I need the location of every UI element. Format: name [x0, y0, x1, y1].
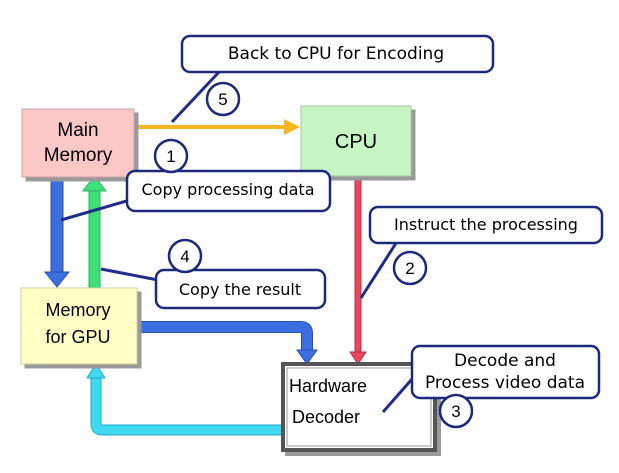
- callout-copy-processing: Copy processing data: [125, 169, 332, 213]
- cpu-label: CPU: [335, 131, 377, 153]
- callout-instruct-text: Instruct the processing: [394, 215, 578, 234]
- callout-pointer-copy-result: [100, 267, 159, 282]
- step-number-4: 4: [180, 247, 189, 266]
- step-number-1: 1: [166, 147, 175, 166]
- step-number-5: 5: [218, 90, 227, 109]
- main-memory-label-line1: Main: [57, 120, 98, 141]
- callout-decode-text-line2: Process video data: [425, 373, 585, 393]
- hardware-decoder-box: Hardware Decoder: [281, 362, 437, 452]
- memory-for-gpu-label-line1: Memory: [45, 300, 110, 320]
- step-circle-5: 5: [205, 81, 241, 117]
- arrow-main-memory-to-cpu: [134, 119, 300, 135]
- step-circle-4: 4: [167, 238, 203, 274]
- memory-for-gpu-box: Memory for GPU: [20, 287, 138, 365]
- arrow-cpu-to-decoder: [349, 176, 367, 365]
- callout-back-to-cpu: Back to CPU for Encoding: [180, 34, 495, 74]
- step-number-2: 2: [405, 259, 414, 278]
- hardware-decoder-label-line1: Hardware: [289, 376, 367, 396]
- main-memory-label-line2: Memory: [44, 145, 113, 166]
- step-circle-2: 2: [392, 250, 428, 286]
- callout-copy-processing-text: Copy processing data: [141, 180, 314, 199]
- callout-back-to-cpu-text: Back to CPU for Encoding: [228, 44, 444, 64]
- callout-copy-result: Copy the result: [154, 268, 327, 310]
- step-number-3: 3: [451, 402, 460, 421]
- arrow-gpu-memory-to-decoder: [137, 321, 318, 365]
- step-circle-1: 1: [153, 138, 189, 174]
- memory-for-gpu-label-line2: for GPU: [45, 327, 110, 347]
- cpu-box: CPU: [300, 105, 412, 177]
- callout-pointer-copy-processing: [60, 198, 131, 222]
- arrow-main-memory-to-gpu-memory: [43, 175, 71, 288]
- callout-pointer-instruct: [359, 239, 400, 299]
- step-circle-3: 3: [438, 393, 474, 429]
- hardware-decoder-label-line2: Decoder: [292, 407, 360, 427]
- callout-decode-text-line1: Decode and: [454, 351, 556, 371]
- callout-copy-result-text: Copy the result: [179, 280, 301, 299]
- arrow-decoder-to-gpu-memory: [86, 363, 283, 436]
- callout-pointer-back-to-cpu: [170, 70, 221, 124]
- main-memory-box: Main Memory: [21, 108, 135, 178]
- callout-instruct: Instruct the processing: [368, 205, 604, 245]
- arrow-gpu-memory-to-main-memory: [81, 175, 108, 289]
- callout-decode: Decode and Process video data: [410, 344, 601, 400]
